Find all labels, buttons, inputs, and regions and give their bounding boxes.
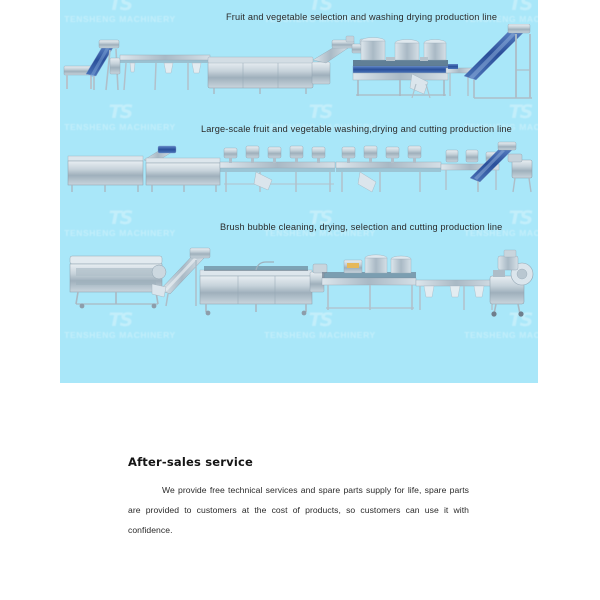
watermark-logo-icon: TS	[508, 101, 534, 123]
after-sales-body-text: We provide free technical services and s…	[128, 485, 469, 535]
production-line-2-caption: Large-scale fruit and vegetable washing,…	[201, 124, 512, 134]
watermark-text: TENSHENG MACHINERY	[264, 330, 376, 340]
after-sales-heading: After-sales service	[128, 455, 254, 469]
production-line-3-caption: Brush bubble cleaning, drying, selection…	[220, 222, 503, 232]
watermark-logo-icon: TS	[108, 207, 134, 229]
watermark-text: TENSHENG MACHINERY	[64, 122, 176, 132]
watermark-text: TENSHENG MACHINERY	[464, 330, 538, 340]
watermark-logo-icon: TS	[108, 101, 134, 123]
production-line-2-illustration	[60, 134, 538, 202]
production-line-1-caption: Fruit and vegetable selection and washin…	[226, 12, 498, 22]
production-line-3-illustration	[60, 234, 538, 320]
watermark-logo-icon: TS	[108, 0, 134, 15]
product-image-panel: TS TENSHENG MACHINERY TS TENSHENG MACHIN…	[60, 0, 538, 383]
watermark-text: TENSHENG MACHINERY	[64, 330, 176, 340]
production-line-1-illustration	[60, 24, 538, 104]
watermark-logo-icon: TS	[308, 101, 334, 123]
